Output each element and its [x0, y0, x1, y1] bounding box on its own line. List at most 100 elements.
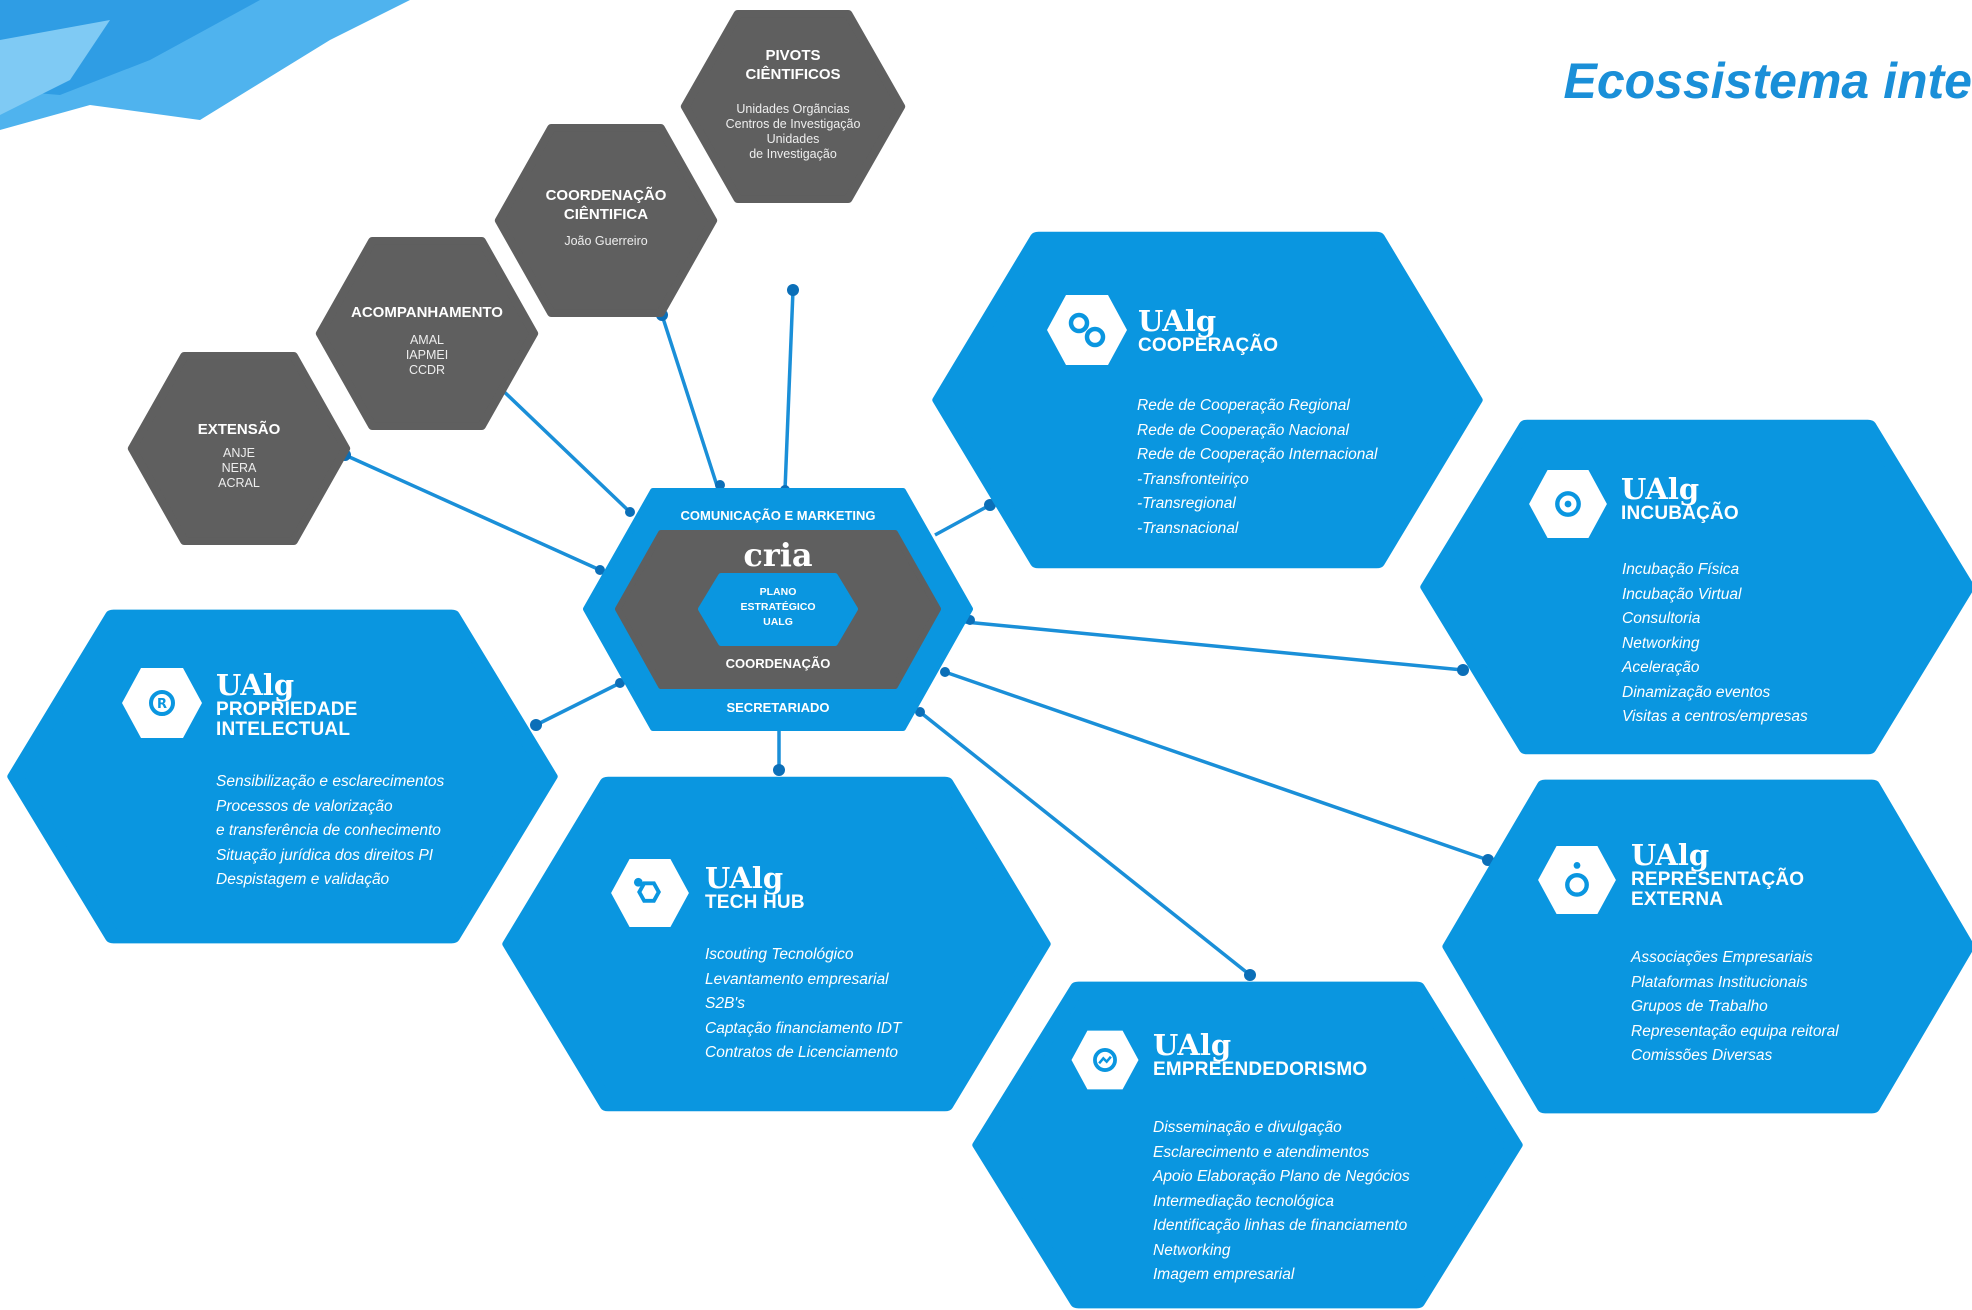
- registered-icon: R: [120, 666, 204, 740]
- page-heading: Ecossistema inte: [1563, 53, 1972, 109]
- node-acompanhamento: ACOMPANHAMENTO AMAL IAPMEI CCDR: [315, 237, 539, 430]
- node-subtitle: INCUBAÇÃO: [1621, 503, 1739, 524]
- node-item: Plataformas Institucionais: [1631, 973, 1808, 991]
- node-item: Grupos de Trabalho: [1631, 998, 1768, 1015]
- node-item: João Guerreiro: [564, 234, 648, 248]
- molecule-icon: [609, 857, 691, 929]
- node-item: Dinamização eventos: [1622, 683, 1771, 701]
- node-item: Unidades: [766, 132, 820, 146]
- ualg-logo-text: UAlg: [1138, 304, 1217, 338]
- node-item: e transferência de conhecimento: [216, 822, 441, 839]
- node-item: Processos de valorização: [216, 797, 393, 815]
- node-item: Situação jurídica dos direitos PI: [216, 846, 434, 864]
- link-circles-icon: [1045, 293, 1129, 367]
- node-item: Comissões Diversas: [1631, 1047, 1773, 1064]
- plan-line: PLANO: [759, 586, 797, 598]
- plan-line: ESTRATÉGICO: [740, 601, 816, 613]
- node-item: ANJE: [223, 446, 255, 460]
- node-title-line: PIVOTS: [765, 47, 821, 64]
- brand-block: UAlg TECH HUB: [705, 863, 805, 913]
- connector-line-representacao: [944, 670, 1489, 862]
- node-items: ANJE NERA ACRAL: [130, 446, 348, 491]
- corner-decoration: [0, 0, 410, 130]
- node-title: PIVOTS CIÊNTIFICOS: [683, 46, 903, 84]
- node-item: CCDR: [408, 363, 446, 377]
- node-cooperacao: UAlg COOPERAÇÃO Rede de Cooperação Regio…: [932, 230, 1483, 570]
- brand-block: UAlg COOPERAÇÃO: [1138, 306, 1278, 356]
- node-item: Representação equipa reitoral: [1631, 1022, 1839, 1040]
- brand-block: UAlg REPRESENTAÇÃO EXTERNA: [1631, 840, 1804, 910]
- node-title-line: COORDENAÇÃO: [545, 187, 667, 204]
- node-items: Iscouting Tecnológico Levantamento empre…: [705, 943, 901, 1066]
- brand-block: UAlg EMPREENDEDORISMO: [1153, 1030, 1367, 1080]
- node-item: Incubação Virtual: [1622, 585, 1742, 603]
- node-item: Consultoria: [1622, 610, 1701, 627]
- ualg-logo-text: UAlg: [216, 668, 295, 702]
- person-icon: [1536, 844, 1618, 916]
- node-subtitle: INTELECTUAL: [216, 719, 351, 740]
- node-subtitle: REPRESENTAÇÃO: [1631, 869, 1805, 890]
- node-representacao-externa: UAlg REPRESENTAÇÃO EXTERNA Associações E…: [1442, 778, 1972, 1115]
- connector-line-incubacao: [964, 620, 1464, 672]
- node-item: -Transnacional: [1137, 519, 1239, 537]
- node-item: -Transregional: [1137, 495, 1236, 512]
- node-items: Unidades Orgãncias Centros de Investigaç…: [683, 102, 903, 162]
- center-node: COMUNICAÇÃO E MARKETING cria PLANO ESTRA…: [583, 488, 973, 731]
- connector-line-propriedade: [535, 681, 621, 727]
- center-top-label: COMUNICAÇÃO E MARKETING: [680, 508, 876, 523]
- plan-line: UALG: [763, 616, 793, 628]
- node-subtitle: COOPERAÇÃO: [1138, 335, 1279, 356]
- node-item: Disseminação e divulgação: [1153, 1119, 1342, 1136]
- node-title: ACOMPANHAMENTO: [351, 304, 503, 321]
- node-item: Intermediação tecnológica: [1153, 1192, 1334, 1210]
- node-subtitle: TECH HUB: [705, 892, 805, 913]
- node-item: AMAL: [409, 333, 445, 347]
- node-item: Aceleração: [1622, 659, 1700, 676]
- node-item: Rede de Cooperação Internacional: [1137, 446, 1378, 463]
- connector-line-acompanhamento: [493, 381, 635, 517]
- brand-block: UAlg PROPRIEDADE INTELECTUAL: [216, 670, 358, 740]
- node-item: Visitas a centros/empresas: [1622, 708, 1808, 725]
- node-items: Sensibilização e esclarecimentos Process…: [216, 770, 444, 893]
- node-item: Imagem empresarial: [1153, 1266, 1295, 1283]
- node-item: Captação financiamento IDT: [705, 1019, 902, 1037]
- node-item: Unidades Orgãncias: [736, 102, 850, 116]
- node-item: Centros de Investigação: [725, 117, 861, 131]
- target-icon: [1527, 468, 1609, 540]
- node-item: IAPMEI: [405, 348, 449, 362]
- connector-line-extensao: [344, 453, 601, 572]
- node-item: Networking: [1153, 1241, 1231, 1259]
- node-tech-hub: UAlg TECH HUB Iscouting Tecnológico Leva…: [502, 775, 1051, 1113]
- node-subtitle: EMPREENDEDORISMO: [1153, 1059, 1368, 1080]
- node-propriedade-intelectual: R UAlg PROPRIEDADE INTELECTUAL Sensibili…: [7, 608, 558, 945]
- connector-line-coordenacao: [660, 314, 722, 496]
- node-incubacao: UAlg INCUBAÇÃO Incubação Física Incubaçã…: [1420, 418, 1972, 756]
- node-subtitle: EXTERNA: [1631, 889, 1724, 910]
- connector-line-pivots: [783, 289, 795, 491]
- center-bottom-label: SECRETARIADO: [726, 700, 830, 715]
- node-item: Despistagem e validação: [216, 871, 390, 888]
- node-coordenacao-cientifica: COORDENAÇÃO CIÊNTIFICA João Guerreiro: [494, 124, 718, 317]
- growth-icon: [1069, 1029, 1141, 1091]
- ualg-logo-text: UAlg: [1621, 472, 1700, 506]
- node-item: -Transfronteiriço: [1137, 470, 1249, 488]
- node-item: Apoio Elaboração Plano de Negócios: [1153, 1168, 1410, 1185]
- node-title-line: CIÊNTIFICA: [563, 206, 649, 223]
- ualg-logo-text: UAlg: [1631, 838, 1710, 872]
- node-items: João Guerreiro: [497, 234, 715, 249]
- node-title-line: CIÊNTIFICOS: [745, 66, 841, 83]
- brand-block: UAlg INCUBAÇÃO: [1621, 474, 1739, 524]
- node-item: S2B's: [705, 995, 746, 1012]
- node-title: EXTENSÃO: [197, 421, 281, 438]
- node-extensao: EXTENSÃO ANJE NERA ACRAL: [127, 352, 351, 545]
- node-item: Identificação linhas de financiamento: [1153, 1217, 1408, 1234]
- node-item: NERA: [221, 461, 257, 475]
- node-item: ACRAL: [218, 476, 260, 490]
- node-subtitle: PROPRIEDADE: [216, 699, 358, 720]
- node-items: Disseminação e divulgação Esclarecimento…: [1153, 1116, 1410, 1288]
- node-items: Incubação Física Incubação Virtual Consu…: [1622, 558, 1808, 730]
- node-item: Rede de Cooperação Regional: [1137, 397, 1350, 414]
- connector-line-cooperacao: [934, 503, 991, 537]
- node-item: Associações Empresariais: [1631, 949, 1813, 966]
